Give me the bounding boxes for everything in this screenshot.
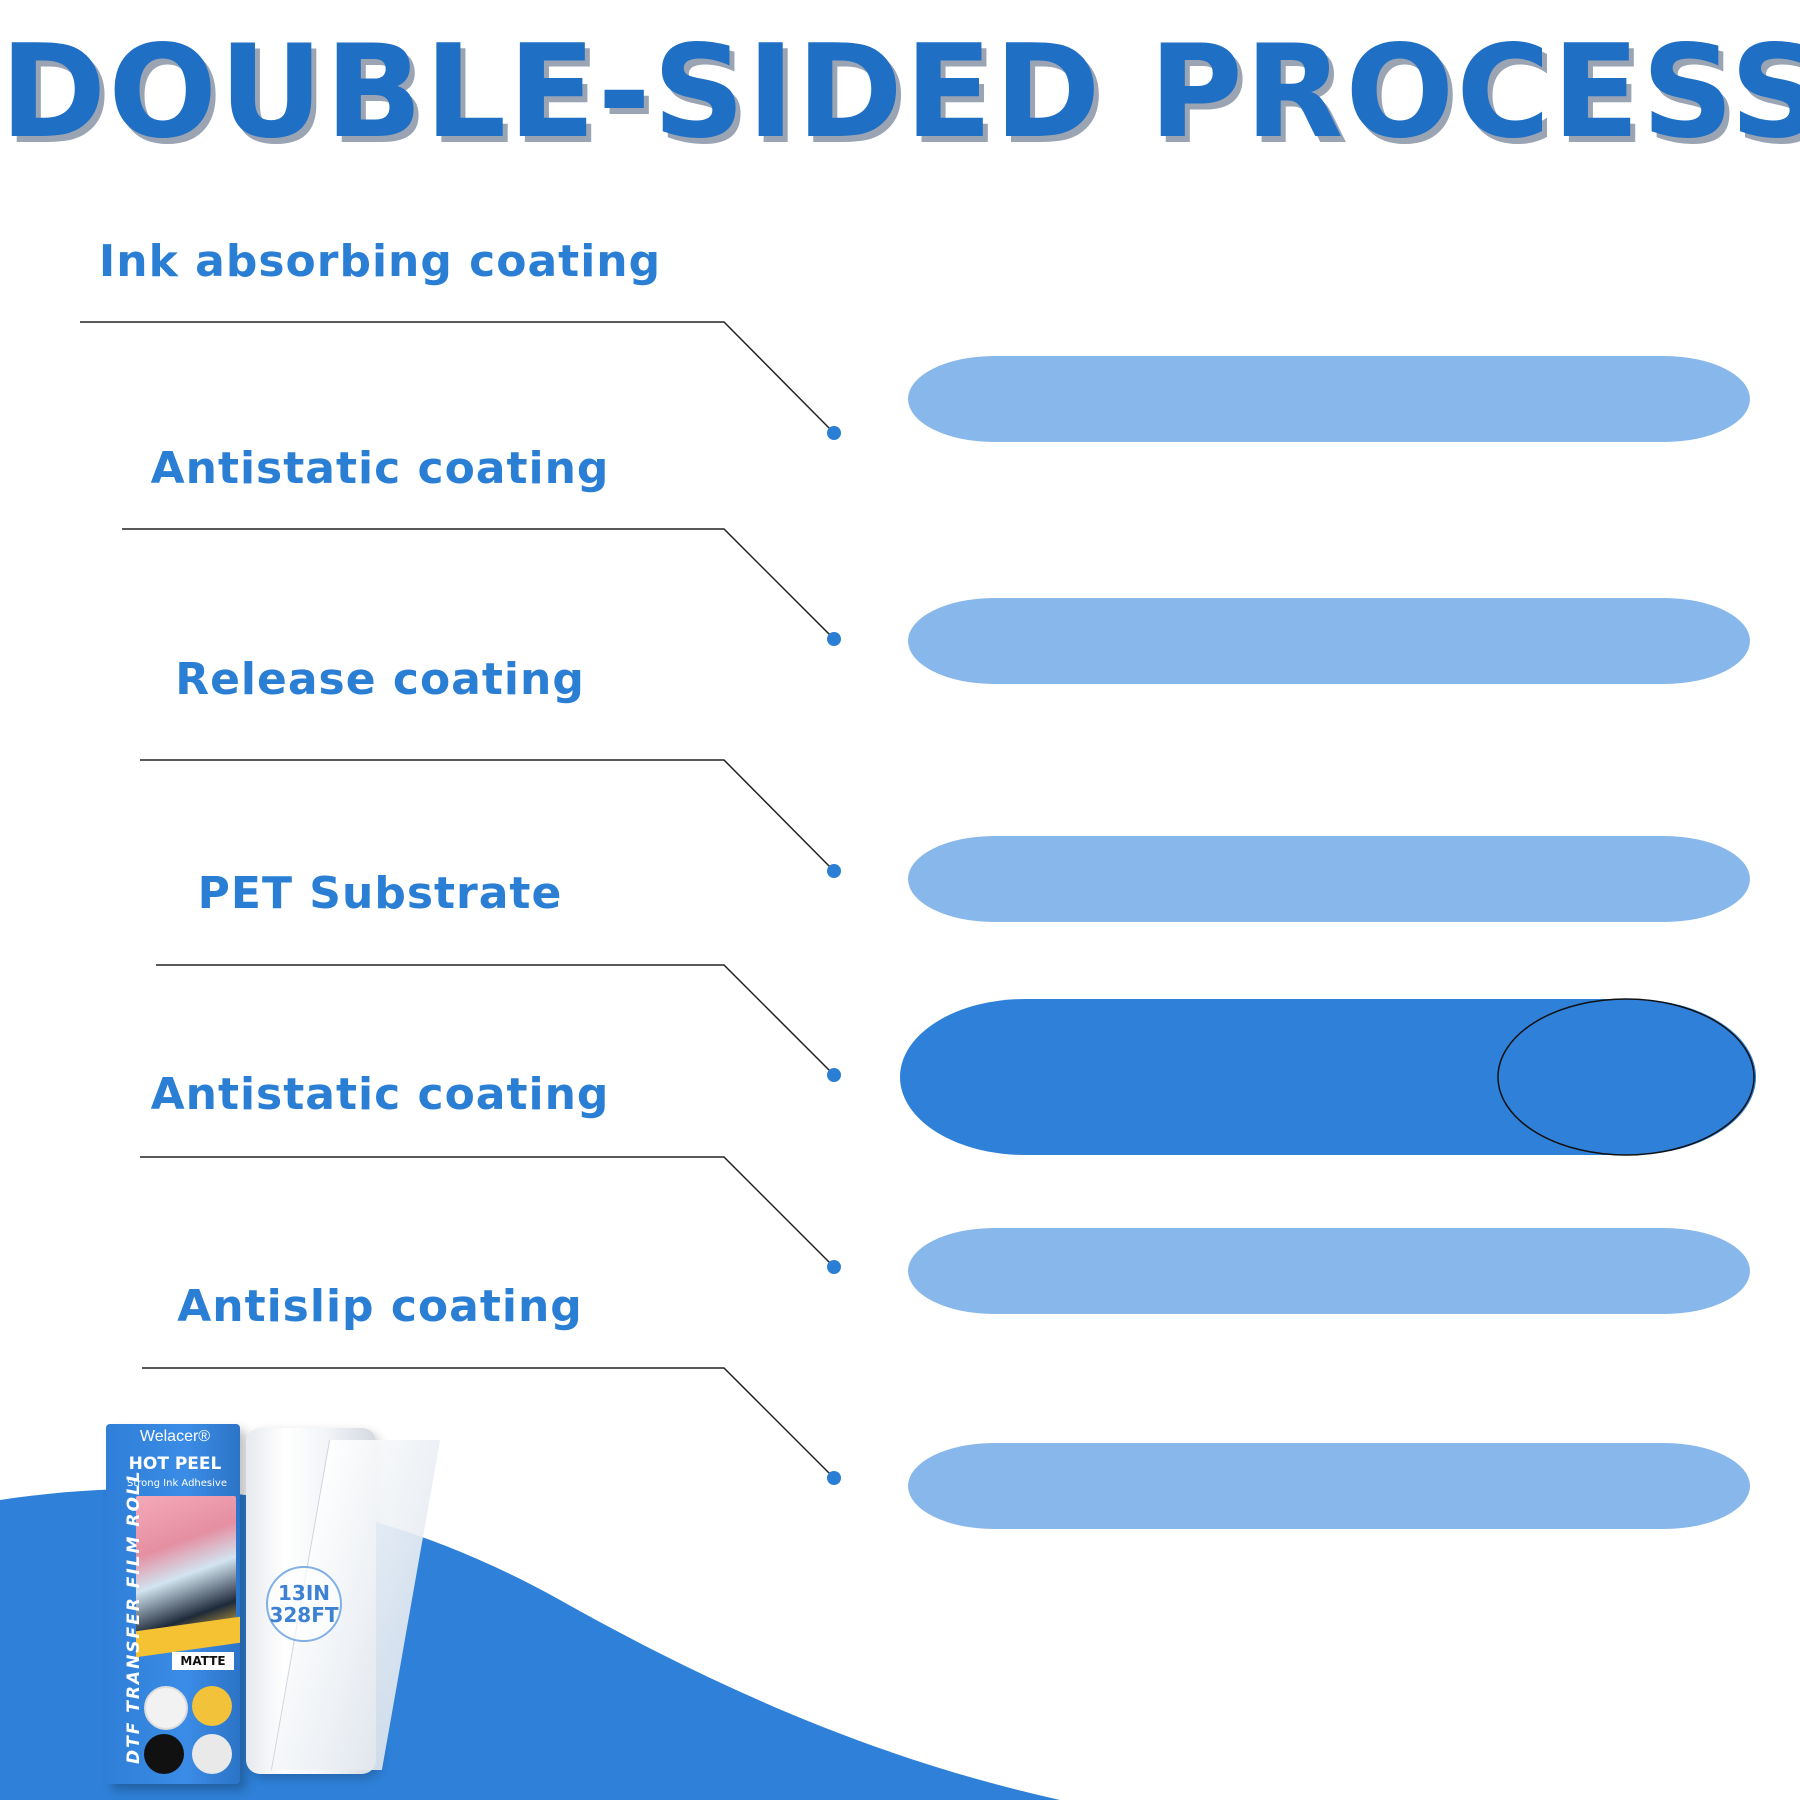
layer-label-2: Antistatic coating: [150, 443, 610, 494]
leader-line-5: [140, 1156, 835, 1268]
sample-sticker-2: [192, 1686, 232, 1726]
layer-label-5: Antistatic coating: [150, 1069, 610, 1120]
product-art: [136, 1496, 236, 1636]
layer-label-6: Antislip coating: [177, 1281, 583, 1332]
layer-bar-5: [908, 1228, 1750, 1314]
leader-line-1: [80, 321, 835, 434]
leader-dot-5: [827, 1260, 841, 1274]
layer-label-1: Ink absorbing coating: [98, 236, 662, 287]
size-badge: 13IN 328FT: [266, 1566, 342, 1642]
sample-sticker-4: [192, 1734, 232, 1774]
layer-bar-2: [908, 598, 1750, 684]
leader-dot-1: [827, 426, 841, 440]
leader-line-4: [156, 964, 835, 1076]
layers-group: [80, 321, 1756, 1529]
size-width: 13IN: [277, 1581, 330, 1605]
layer-label-4: PET Substrate: [197, 868, 563, 919]
leader-line-3: [140, 759, 835, 872]
sample-sticker-3: [144, 1734, 184, 1774]
product-tagline: Strong Ink Adhesive: [127, 1478, 227, 1489]
leader-line-2: [122, 528, 835, 640]
product-vertical-text: DTF TRANSFER FILM ROLL: [124, 1469, 144, 1764]
leader-line-6: [142, 1367, 835, 1479]
product-name: HOT PEEL: [128, 1454, 222, 1474]
leader-dot-2: [827, 632, 841, 646]
layer-bar-6: [908, 1443, 1750, 1529]
layer-bar-1: [908, 356, 1750, 442]
product-finish: MATTE: [172, 1652, 234, 1670]
product-brand: Welacer®: [139, 1428, 211, 1445]
leader-dot-4: [827, 1068, 841, 1082]
size-length: 328FT: [269, 1603, 339, 1627]
product-box: Welacer® HOT PEEL Strong Ink Adhesive DT…: [106, 1424, 240, 1784]
leader-dot-3: [827, 864, 841, 878]
page-title: DOUBLE-SIDED PROCESS: [0, 18, 1800, 167]
layer-label-3: Release coating: [175, 654, 585, 705]
leader-dot-6: [827, 1471, 841, 1485]
layer-bar-end-cap: [1497, 998, 1755, 1156]
sample-sticker-1: [144, 1686, 188, 1730]
layer-bar-3: [908, 836, 1750, 922]
